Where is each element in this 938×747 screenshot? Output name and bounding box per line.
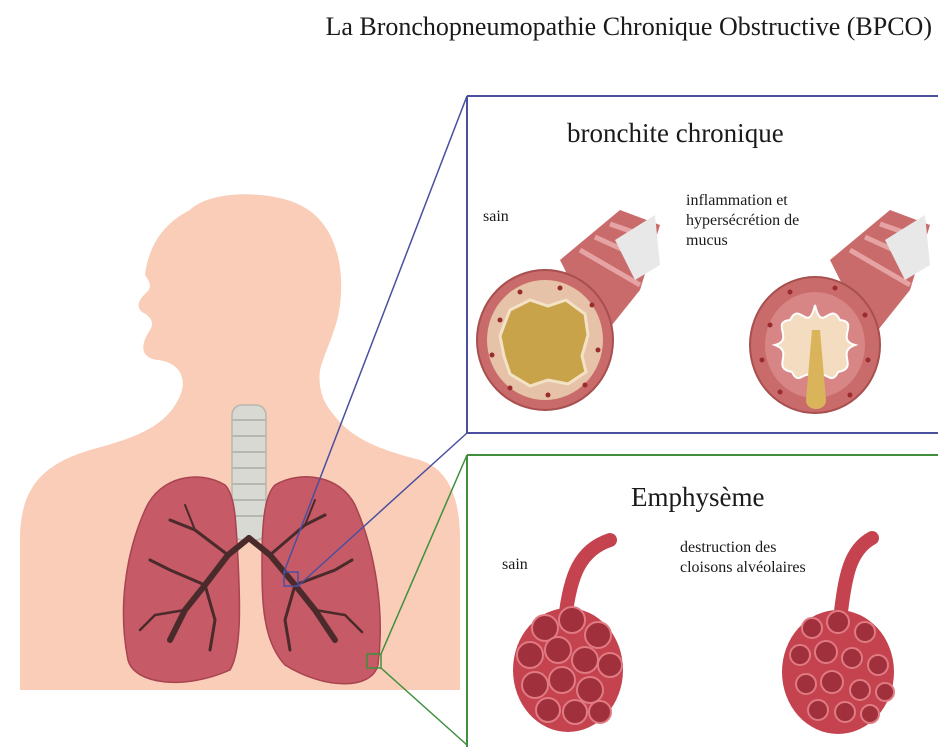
bronchite-diseased-label: inflammation et hypersécrétion de mucus [686, 191, 799, 251]
bronchite-healthy-label: sain [483, 207, 509, 227]
emphyseme-diseased-label: destruction des cloisons alvéolaires [680, 538, 806, 578]
bronchite-panel-title: bronchite chronique [567, 118, 784, 149]
trachea [232, 405, 266, 540]
emphyseme-panel-title: Emphysème [631, 482, 764, 513]
healthy-alveoli [513, 540, 623, 732]
emphyseme-healthy-label: sain [502, 555, 528, 575]
healthy-bronchus [477, 210, 660, 410]
